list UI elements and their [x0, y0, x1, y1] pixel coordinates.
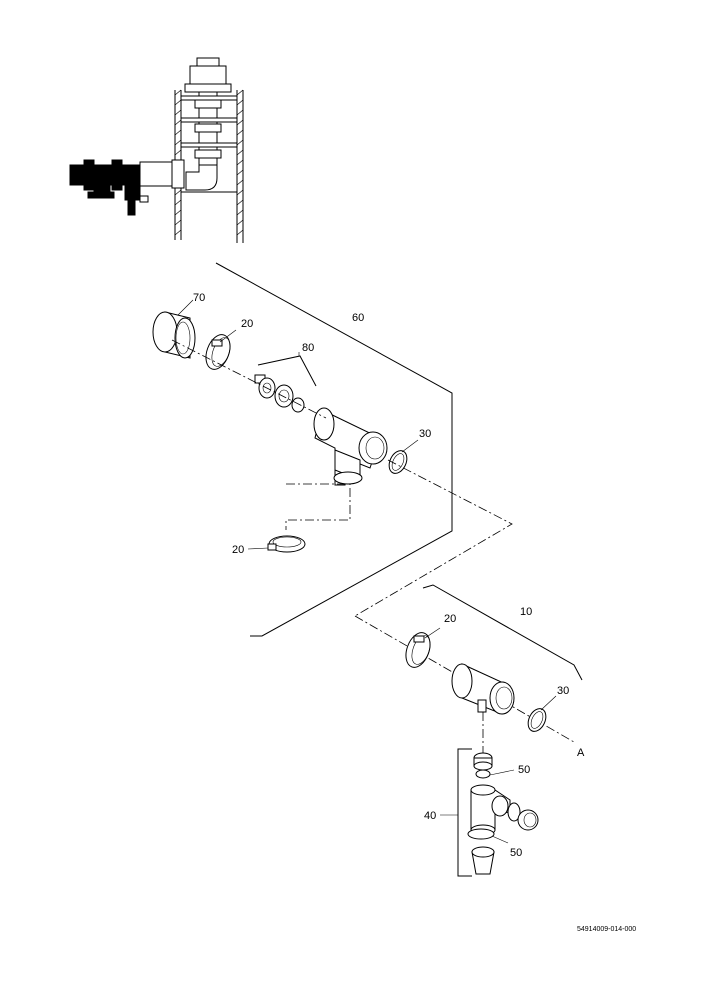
condensate-trap-40	[467, 752, 539, 875]
bracket-10	[422, 584, 583, 681]
part-20-clamp-middle	[247, 535, 306, 553]
part-80-set	[254, 352, 317, 413]
label-20-upper: 20	[241, 318, 253, 330]
label-60: 60	[352, 312, 364, 324]
bracket-60	[215, 262, 453, 637]
position-labels: 70 20 60 80 30 20 20 10 30 A 50 40 50	[193, 292, 585, 859]
overview-installation	[69, 57, 244, 243]
label-80: 80	[302, 342, 314, 354]
part-30-ring-upper	[388, 439, 419, 474]
bracket-40	[440, 748, 472, 877]
document-number: 54914009-014-000	[577, 926, 636, 933]
tee-fitting-60	[313, 407, 388, 486]
label-40: 40	[424, 810, 436, 822]
part-30-ring-lower	[527, 695, 557, 732]
label-a: A	[577, 747, 585, 759]
label-20-middle: 20	[232, 544, 244, 556]
part-20-clamp-lower	[405, 627, 441, 668]
label-50-upper: 50	[518, 764, 530, 776]
tee-fitting-10	[451, 663, 515, 715]
part-70-sleeve	[152, 299, 196, 359]
label-50-lower: 50	[510, 847, 522, 859]
label-20-lower: 20	[444, 613, 456, 625]
label-70: 70	[193, 292, 205, 304]
label-30-lower: 30	[557, 685, 569, 697]
label-30-upper: 30	[419, 428, 431, 440]
label-10: 10	[520, 606, 532, 618]
part-20-clamp-upper	[205, 329, 237, 370]
